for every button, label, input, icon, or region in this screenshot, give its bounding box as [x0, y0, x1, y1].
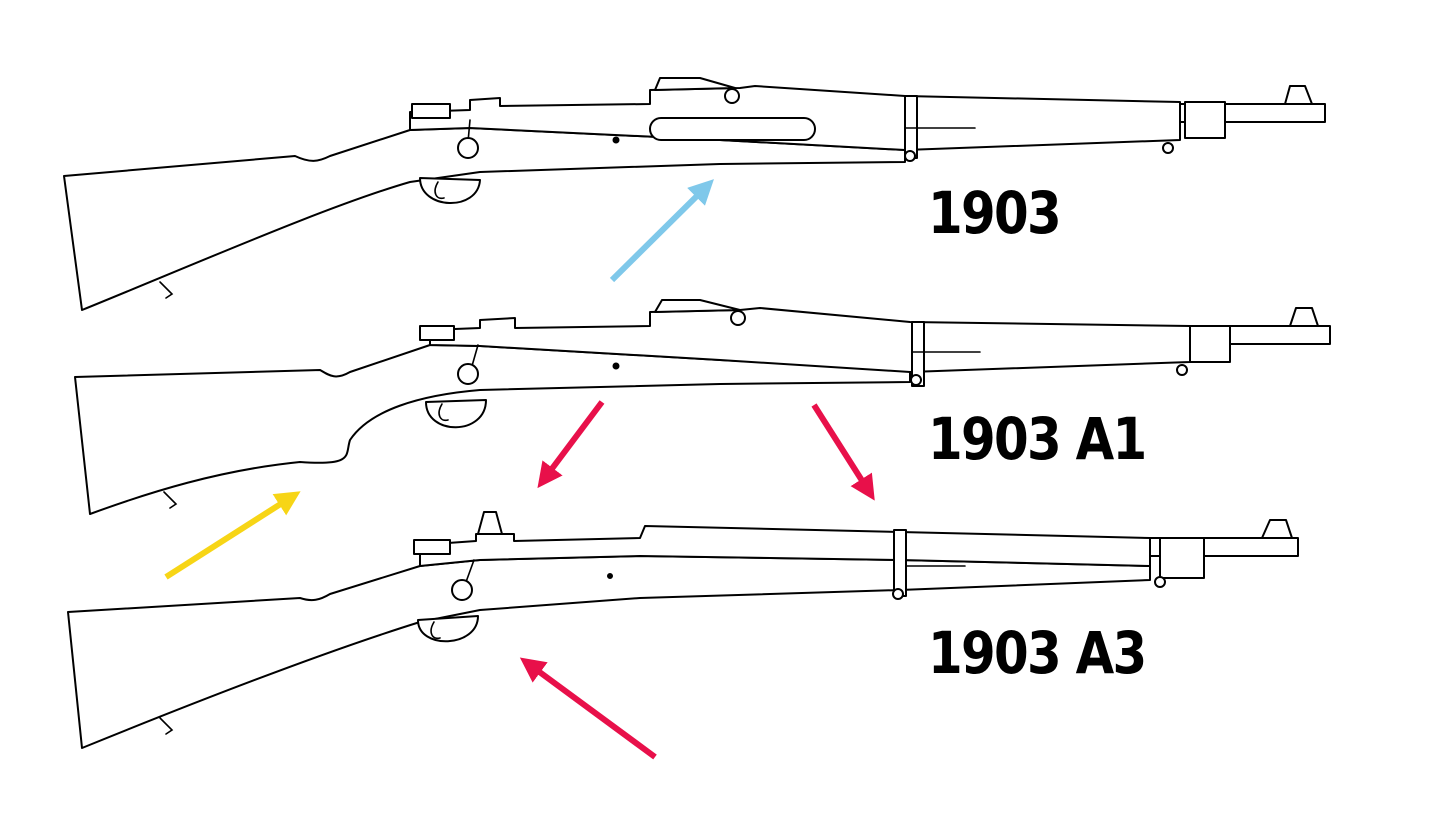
rifle-1903-stock: [63, 127, 906, 311]
rifle-1903a1-rear-sight: [654, 299, 741, 313]
rifle-1903a1-barrel-band: [911, 321, 925, 387]
arrow-yellow-icon: [164, 491, 301, 580]
rifle-1903a1-butt-swivel: [163, 491, 178, 509]
rifle-1903a3-swivel-front: [1154, 576, 1166, 588]
rifle-1903a1-trigger-guard: [425, 399, 487, 429]
rifle-1903a1-screw: [612, 362, 620, 370]
rifle-1903a1-cocking-piece: [419, 325, 455, 341]
rifle-1903a1-front-band: [1189, 325, 1231, 363]
rifle-1903-butt-swivel: [159, 281, 174, 299]
rifle-1903-rear-sight: [654, 77, 736, 91]
rifle-1903a3-drawing: [67, 511, 1299, 749]
rifle-1903a3-front-band: [1159, 537, 1205, 579]
rifle-1903a3-front-sight: [1261, 519, 1293, 539]
rifle-1903a1-stock: [74, 344, 911, 515]
rifle-1903a3-rear-sight: [477, 511, 503, 535]
rifle-1903a3-swivel-mid: [892, 588, 904, 600]
rifle-1903a3-trigger-guard: [417, 615, 479, 643]
rifle-1903a3-screw: [607, 573, 613, 579]
rifle-1903a3-butt-swivel: [159, 717, 174, 735]
rifle-1903a1-bolt-knob: [457, 363, 479, 385]
rifle-1903-cocking-piece: [411, 103, 451, 119]
rifle-1903a1-rear-sight-knob: [730, 310, 746, 326]
rifle-1903-trigger: [434, 181, 445, 200]
rifle-1903a3-trigger: [430, 621, 441, 640]
rifle-1903-front-sight: [1284, 85, 1313, 105]
rifle-1903a1-front-sight: [1289, 307, 1319, 327]
rifle-1903a3-bolt-stem: [465, 559, 475, 583]
rifle-1903-rear-sight-knob: [724, 88, 740, 104]
arrow-red-down-left-icon: [537, 400, 605, 489]
rifle-1903-front-band: [1184, 101, 1226, 139]
rifle-1903-stock-slot: [649, 117, 816, 141]
rifle-1903-screw: [612, 136, 620, 144]
rifle-1903-barrel-band: [904, 95, 918, 159]
rifle-1903-bolt-knob: [457, 137, 479, 159]
rifle-1903-swivel-front: [1162, 142, 1174, 154]
rifle-1903a3-barrel-band: [893, 529, 907, 597]
rifle-1903a1-drawing: [74, 299, 1331, 515]
arrow-red-up-left-icon: [519, 657, 657, 760]
rifle-1903a3-cocking-piece: [413, 539, 451, 555]
model-label-1903a1: 1903 A1: [928, 405, 1147, 473]
arrow-blue-icon: [609, 179, 714, 283]
arrow-red-down-right-icon: [811, 403, 875, 501]
rifle-1903a1-receiver: [429, 307, 1191, 373]
rifle-1903-trigger-guard: [419, 177, 481, 204]
model-label-1903a3: 1903 A3: [928, 619, 1147, 687]
rifle-1903a1-trigger: [438, 403, 449, 422]
rifle-1903-drawing: [63, 77, 1326, 311]
rifle-1903a1-swivel-mid: [910, 374, 922, 386]
rifle-1903-swivel-mid: [904, 150, 916, 162]
model-label-1903: 1903: [928, 179, 1062, 247]
rifle-1903a1-bolt-stem: [471, 344, 479, 367]
rifle-1903a3-bolt-knob: [451, 579, 473, 601]
rifle-1903a1-swivel-front: [1176, 364, 1188, 376]
